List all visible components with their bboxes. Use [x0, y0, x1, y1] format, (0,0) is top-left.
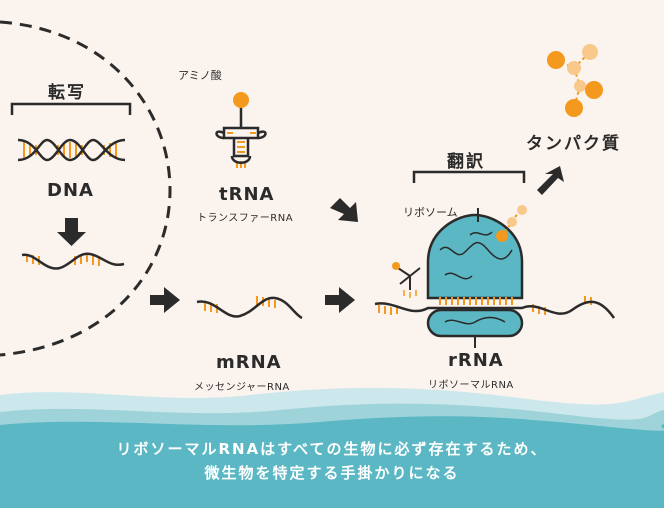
wave-front: [0, 416, 664, 508]
translation-label: 翻訳: [447, 152, 485, 172]
ribosome-mrna-strand: [374, 296, 616, 319]
trna-full-label: トランスファーRNA: [197, 213, 294, 224]
mrna-strand: [196, 296, 303, 320]
protein-molecule: [547, 44, 603, 117]
ribosome-large-subunit: [426, 213, 524, 300]
protein-label: タンパク質: [526, 134, 621, 154]
transcription-bracket: [10, 102, 132, 115]
dna-label: DNA: [47, 180, 94, 201]
translation-arrow: [537, 166, 564, 195]
trna-molecule: [215, 92, 267, 168]
rrna-full-label: リボソーマルRNA: [428, 380, 514, 391]
transcription-arrow: [57, 218, 86, 246]
mrna-full-label: メッセンジャーRNA: [194, 382, 290, 393]
transcription-label: 転写: [48, 83, 86, 103]
caption-line-1: リボソーマルRNAはすべての生物に必ず存在するため、: [116, 440, 548, 458]
trna-to-ribosome-arrow: [330, 198, 358, 222]
dna-double-helix: [17, 138, 126, 162]
mrna-label: mRNA: [216, 352, 282, 373]
mrna-strand-nucleus: [21, 252, 125, 270]
caption-line-2: 微生物を特定する手掛かりになる: [204, 464, 460, 482]
nucleus-boundary: [0, 20, 172, 357]
mrna-to-ribosome-arrow: [325, 287, 355, 313]
amino-acid-dot: [233, 92, 249, 108]
export-arrow: [150, 287, 180, 313]
ribosome-small-subunit: [426, 308, 524, 348]
amino-acid-label: アミノ酸: [178, 69, 222, 82]
trna-label: tRNA: [219, 184, 275, 205]
growing-peptide: [496, 205, 527, 242]
bound-trna: [392, 262, 421, 298]
ribosome-label: リボソーム: [403, 206, 458, 219]
rrna-label: rRNA: [448, 350, 504, 371]
translation-bracket: [412, 170, 526, 183]
